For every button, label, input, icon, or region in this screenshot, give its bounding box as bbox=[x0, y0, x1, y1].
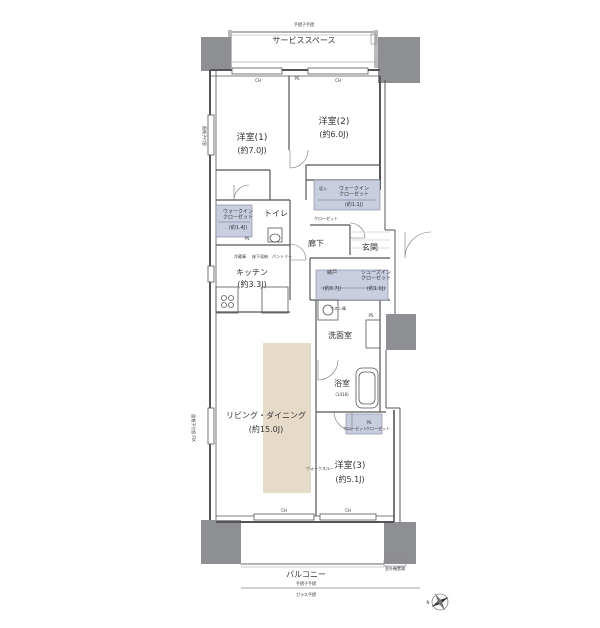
label-shoes-closet: シューズインクローゼット bbox=[361, 269, 391, 282]
label-storage: 納戸 bbox=[327, 269, 337, 276]
label-wic-top-size: (約1.1J) bbox=[345, 201, 363, 208]
label-window-note: 面格子付窓 bbox=[202, 126, 208, 146]
label-floor-storage: 床下収納 bbox=[252, 253, 268, 259]
label-kitchen: キッチン bbox=[236, 268, 268, 277]
label-railing-bottom: ガラス手摺 bbox=[296, 591, 316, 597]
label-wic-left-size: (約1.4J) bbox=[229, 224, 247, 231]
interior-walls bbox=[216, 76, 390, 516]
label-ps-kitchen: PS bbox=[245, 236, 250, 241]
label-bathroom: 浴室 bbox=[334, 378, 350, 388]
label-service-space: サービススペース bbox=[272, 36, 335, 45]
living-floor-highlight bbox=[263, 343, 311, 493]
label-railing-top: 手摺子手摺 bbox=[294, 21, 314, 27]
washbasin-fixture bbox=[317, 299, 381, 349]
structure-walls bbox=[201, 37, 420, 564]
balcony-area bbox=[241, 559, 420, 589]
label-bedroom1-size: (約7.0J) bbox=[237, 145, 266, 155]
kitchen-counter bbox=[215, 286, 289, 314]
label-bedroom3-size: (約5.1J) bbox=[335, 474, 364, 484]
label-railing-inner: 手摺子手摺 bbox=[296, 580, 316, 586]
label-living: リビング・ダイニング bbox=[226, 410, 306, 420]
label-ps-top: PS bbox=[295, 76, 300, 81]
label-closet-bed3-a: クローゼット bbox=[343, 425, 367, 431]
label-ch-2: CH bbox=[335, 78, 341, 83]
label-corridor: 廊下 bbox=[308, 238, 324, 248]
label-wic-top: ウォークインクローゼット bbox=[339, 185, 369, 198]
door-swings bbox=[233, 149, 432, 431]
closet-fills bbox=[215, 179, 389, 435]
label-bathroom-size: (1418) bbox=[335, 392, 349, 397]
label-bedroom2: 洋室(2) bbox=[319, 115, 350, 127]
windows bbox=[207, 67, 377, 521]
label-ch-3: CH bbox=[281, 508, 287, 513]
label-closet-bed3-b: クローゼット bbox=[366, 425, 390, 431]
bathtub-fixture bbox=[355, 367, 379, 409]
label-washroom: 洗面室 bbox=[328, 330, 352, 340]
label-bedroom1: 洋室(1) bbox=[237, 131, 268, 143]
label-closet-top: クローゼット bbox=[314, 215, 338, 221]
label-window-side: 面格子付窓 FIX bbox=[191, 414, 197, 442]
label-ps-wash: PS bbox=[369, 313, 374, 318]
label-toilet: トイレ bbox=[264, 209, 288, 218]
label-walk-through: ウォークスルー bbox=[306, 465, 334, 471]
closet-rails bbox=[218, 199, 386, 289]
label-bedroom3: 洋室(3) bbox=[335, 459, 366, 471]
label-living-size: (約15.0J) bbox=[249, 424, 283, 434]
label-shoes-closet-size: (約1.0J) bbox=[367, 285, 385, 292]
label-kitchen-size: (約3.3J) bbox=[237, 279, 266, 289]
label-pantry: パントリー bbox=[272, 254, 292, 259]
label-ch-1: CH bbox=[255, 78, 261, 83]
label-fridge: 冷蔵庫 bbox=[234, 253, 246, 259]
label-ps-bed3: PS bbox=[367, 420, 372, 425]
label-linen: リネン庫 bbox=[330, 305, 346, 311]
label-wic-left: ウォークインクローゼット bbox=[223, 208, 253, 221]
label-storage-size: (約0.7J) bbox=[323, 285, 341, 292]
label-outlet: 室外機置場 bbox=[385, 565, 405, 571]
toilet-fixture bbox=[267, 227, 283, 243]
north-arrow-icon bbox=[431, 593, 449, 611]
label-balcony: バルコニー bbox=[286, 570, 326, 579]
label-storage-short: 収入 bbox=[319, 185, 327, 191]
label-north: N bbox=[427, 600, 430, 605]
label-bedroom2-size: (約6.0J) bbox=[319, 129, 348, 139]
entrance-floor bbox=[352, 231, 390, 249]
label-ch-4: CH bbox=[345, 508, 351, 513]
label-entrance: 玄関 bbox=[362, 242, 378, 252]
